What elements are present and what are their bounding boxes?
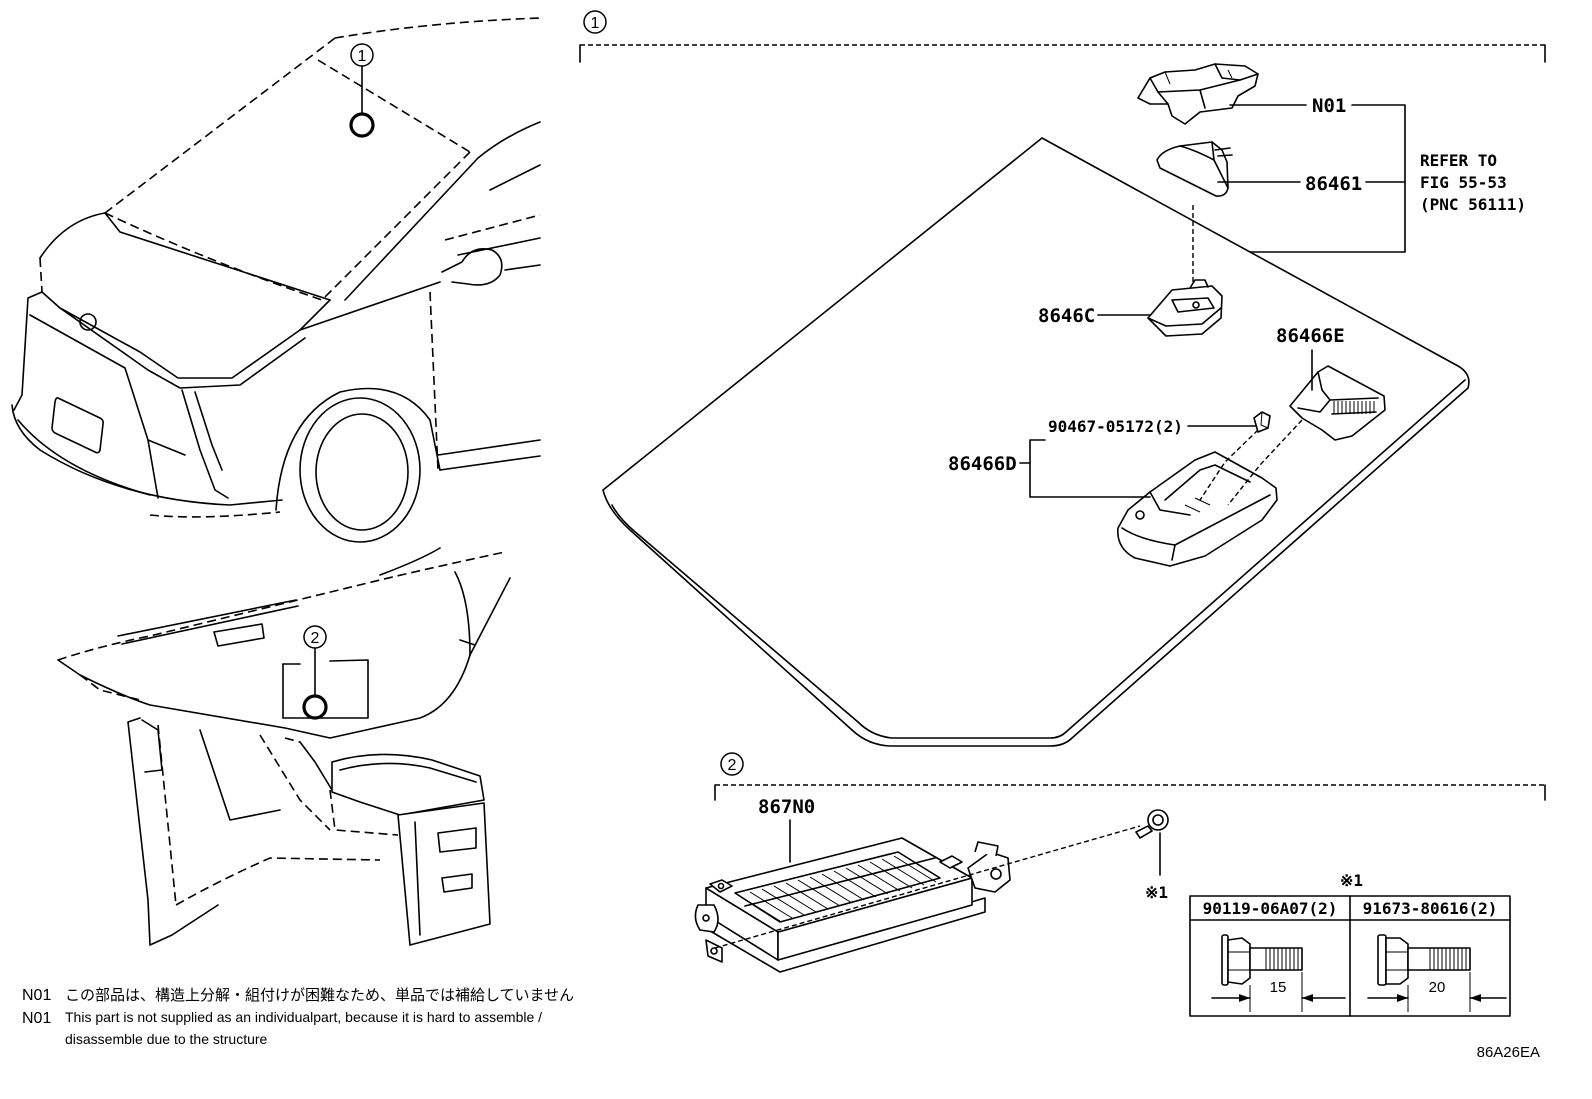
vehicle-exterior-view: [11, 17, 541, 543]
vehicle-callout-1: 1: [349, 43, 375, 138]
reference-line-1: REFER TO: [1420, 151, 1497, 170]
callout-number-2: 2: [311, 630, 320, 647]
note-text-english: This part is not supplied as an individu…: [65, 1009, 542, 1025]
fastener-part-number-1: 90119-06A07(2): [1203, 899, 1338, 918]
windshield-location-marker: [349, 112, 375, 138]
note-text-english-continuation: disassemble due to the structure: [65, 1031, 268, 1047]
camera-bracket-part: [1137, 63, 1259, 125]
group-1-number: 1: [591, 15, 600, 32]
bolt-length-2: 20: [1429, 979, 1446, 996]
bolt-drawing-2: [1377, 934, 1471, 986]
camera-cover-part: [1156, 141, 1233, 197]
forward-camera-part: [1147, 279, 1223, 337]
camera-cover-e-part: [1289, 365, 1386, 441]
ecu-mounting-bolt: [1135, 809, 1169, 839]
vehicle-interior-view: [57, 547, 511, 946]
part-label-86466d: 86466D: [948, 453, 1017, 475]
dimension-lines-2: [1367, 972, 1507, 1012]
fastener-part-number-2: 91673-80616(2): [1363, 899, 1498, 918]
group-2-number: 2: [728, 757, 737, 774]
group-2-bracket: 2: [714, 752, 1546, 801]
part-label-n01: N01: [1312, 95, 1346, 117]
figure-id: 86A26EA: [1477, 1044, 1540, 1061]
ecu-location-marker: [302, 694, 328, 720]
part-label-8646c: 8646C: [1038, 305, 1095, 327]
group-1-bracket: 1: [579, 10, 1546, 63]
dimension-lines-1: [1211, 972, 1346, 1012]
note-code-english: N01: [22, 1010, 51, 1027]
notes: N01 この部品は、構造上分解・組付けが困難なため、単品では補給していません N…: [22, 986, 574, 1047]
reference-line-3: (PNC 56111): [1420, 195, 1526, 214]
note-code-japanese: N01: [22, 987, 51, 1004]
clip-part: [1253, 411, 1271, 433]
ecu-part: [694, 837, 1011, 973]
camera-housing-d-part: [1117, 451, 1278, 567]
part-label-90467: 90467-05172(2): [1048, 417, 1183, 436]
fastener-table: ※1 90119-06A07(2) 91673-80616(2) 15: [1189, 871, 1511, 1017]
bolt-drawing-1: [1221, 934, 1303, 986]
note-text-japanese: この部品は、構造上分解・組付けが困難なため、単品では補給していません: [65, 986, 574, 1004]
leader-lines-group-2: [789, 819, 1161, 876]
part-label-86466e: 86466E: [1276, 325, 1345, 347]
leader-lines-group-1: [1019, 104, 1406, 498]
assembly-lines-group-2: [714, 825, 1141, 949]
vehicle-callout-2: 2: [302, 625, 328, 720]
bolt-length-1: 15: [1270, 979, 1287, 996]
fastener-table-mark: ※1: [1340, 871, 1363, 890]
windshield-glass: [602, 137, 1470, 747]
assembly-lines-group-1: [1192, 205, 1303, 506]
callout-number-1: 1: [358, 48, 367, 65]
bolt-reference-mark: ※1: [1145, 883, 1168, 902]
reference-line-2: FIG 55-53: [1420, 173, 1507, 192]
part-label-867n0: 867N0: [758, 796, 815, 818]
part-label-86461: 86461: [1305, 173, 1362, 195]
